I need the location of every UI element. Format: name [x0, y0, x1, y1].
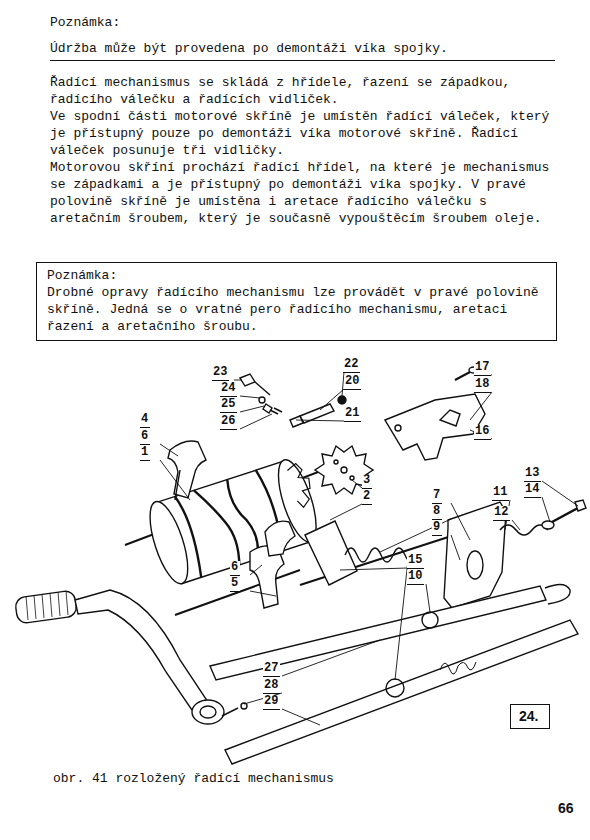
callout-number: 10: [407, 570, 424, 585]
note-heading: Poznámka:: [50, 14, 120, 31]
callout-number: 7: [432, 489, 442, 504]
body-paragraph: Ve spodní části motorové skříně je umíst…: [50, 108, 555, 159]
body-paragraph: Motorovou skříní prochází řadící hřídel,…: [50, 159, 555, 227]
callout-number: 22: [343, 358, 360, 373]
callout-number: 3: [362, 474, 372, 489]
figure-number-box: 24.: [510, 704, 550, 729]
note-box: Poznámka:Drobné opravy řadícího mechanis…: [36, 262, 557, 341]
callout-number: 20: [344, 375, 361, 390]
callout-number: 21: [344, 407, 361, 422]
figure-caption: obr. 41 rozložený řadící mechanismus: [53, 770, 334, 787]
page-number: 66: [558, 800, 574, 817]
callout-number: 15: [407, 554, 424, 569]
note-text: Údržba může být provedena po demontáži v…: [50, 40, 555, 61]
callout-number: 29: [263, 695, 280, 710]
callout-number: 8: [432, 505, 442, 520]
callout-number: 26: [220, 415, 237, 430]
figure-number: 24.: [519, 708, 541, 725]
callout-number: 24: [220, 382, 237, 397]
callout-number: 23: [212, 366, 229, 381]
callout-number: 28: [263, 679, 280, 694]
note-text: Drobné opravy řadícího mechanismu lze pr…: [47, 284, 548, 335]
callout-number: 6: [140, 430, 150, 445]
callout-number: 2: [362, 490, 372, 505]
callout-number: 25: [220, 398, 237, 413]
callout-number: 9: [432, 521, 442, 536]
callout-number: 16: [474, 425, 491, 440]
callout-number: 18: [474, 378, 491, 393]
callout-number: 6: [230, 561, 240, 576]
callout-number: 14: [524, 483, 541, 498]
callout-number: 4: [140, 413, 150, 428]
callout-number: 1: [140, 446, 150, 461]
callout-number: 12: [493, 506, 510, 521]
body-paragraph: Řadící mechanismus se skládá z hřídele, …: [50, 74, 555, 108]
callout-number: 5: [230, 577, 240, 592]
callout-number: 17: [474, 361, 491, 376]
callout-number: 11: [492, 486, 509, 501]
callout-number: 27: [263, 662, 280, 677]
callout-number: 13: [524, 467, 541, 482]
note-heading: Poznámka:: [47, 267, 548, 284]
